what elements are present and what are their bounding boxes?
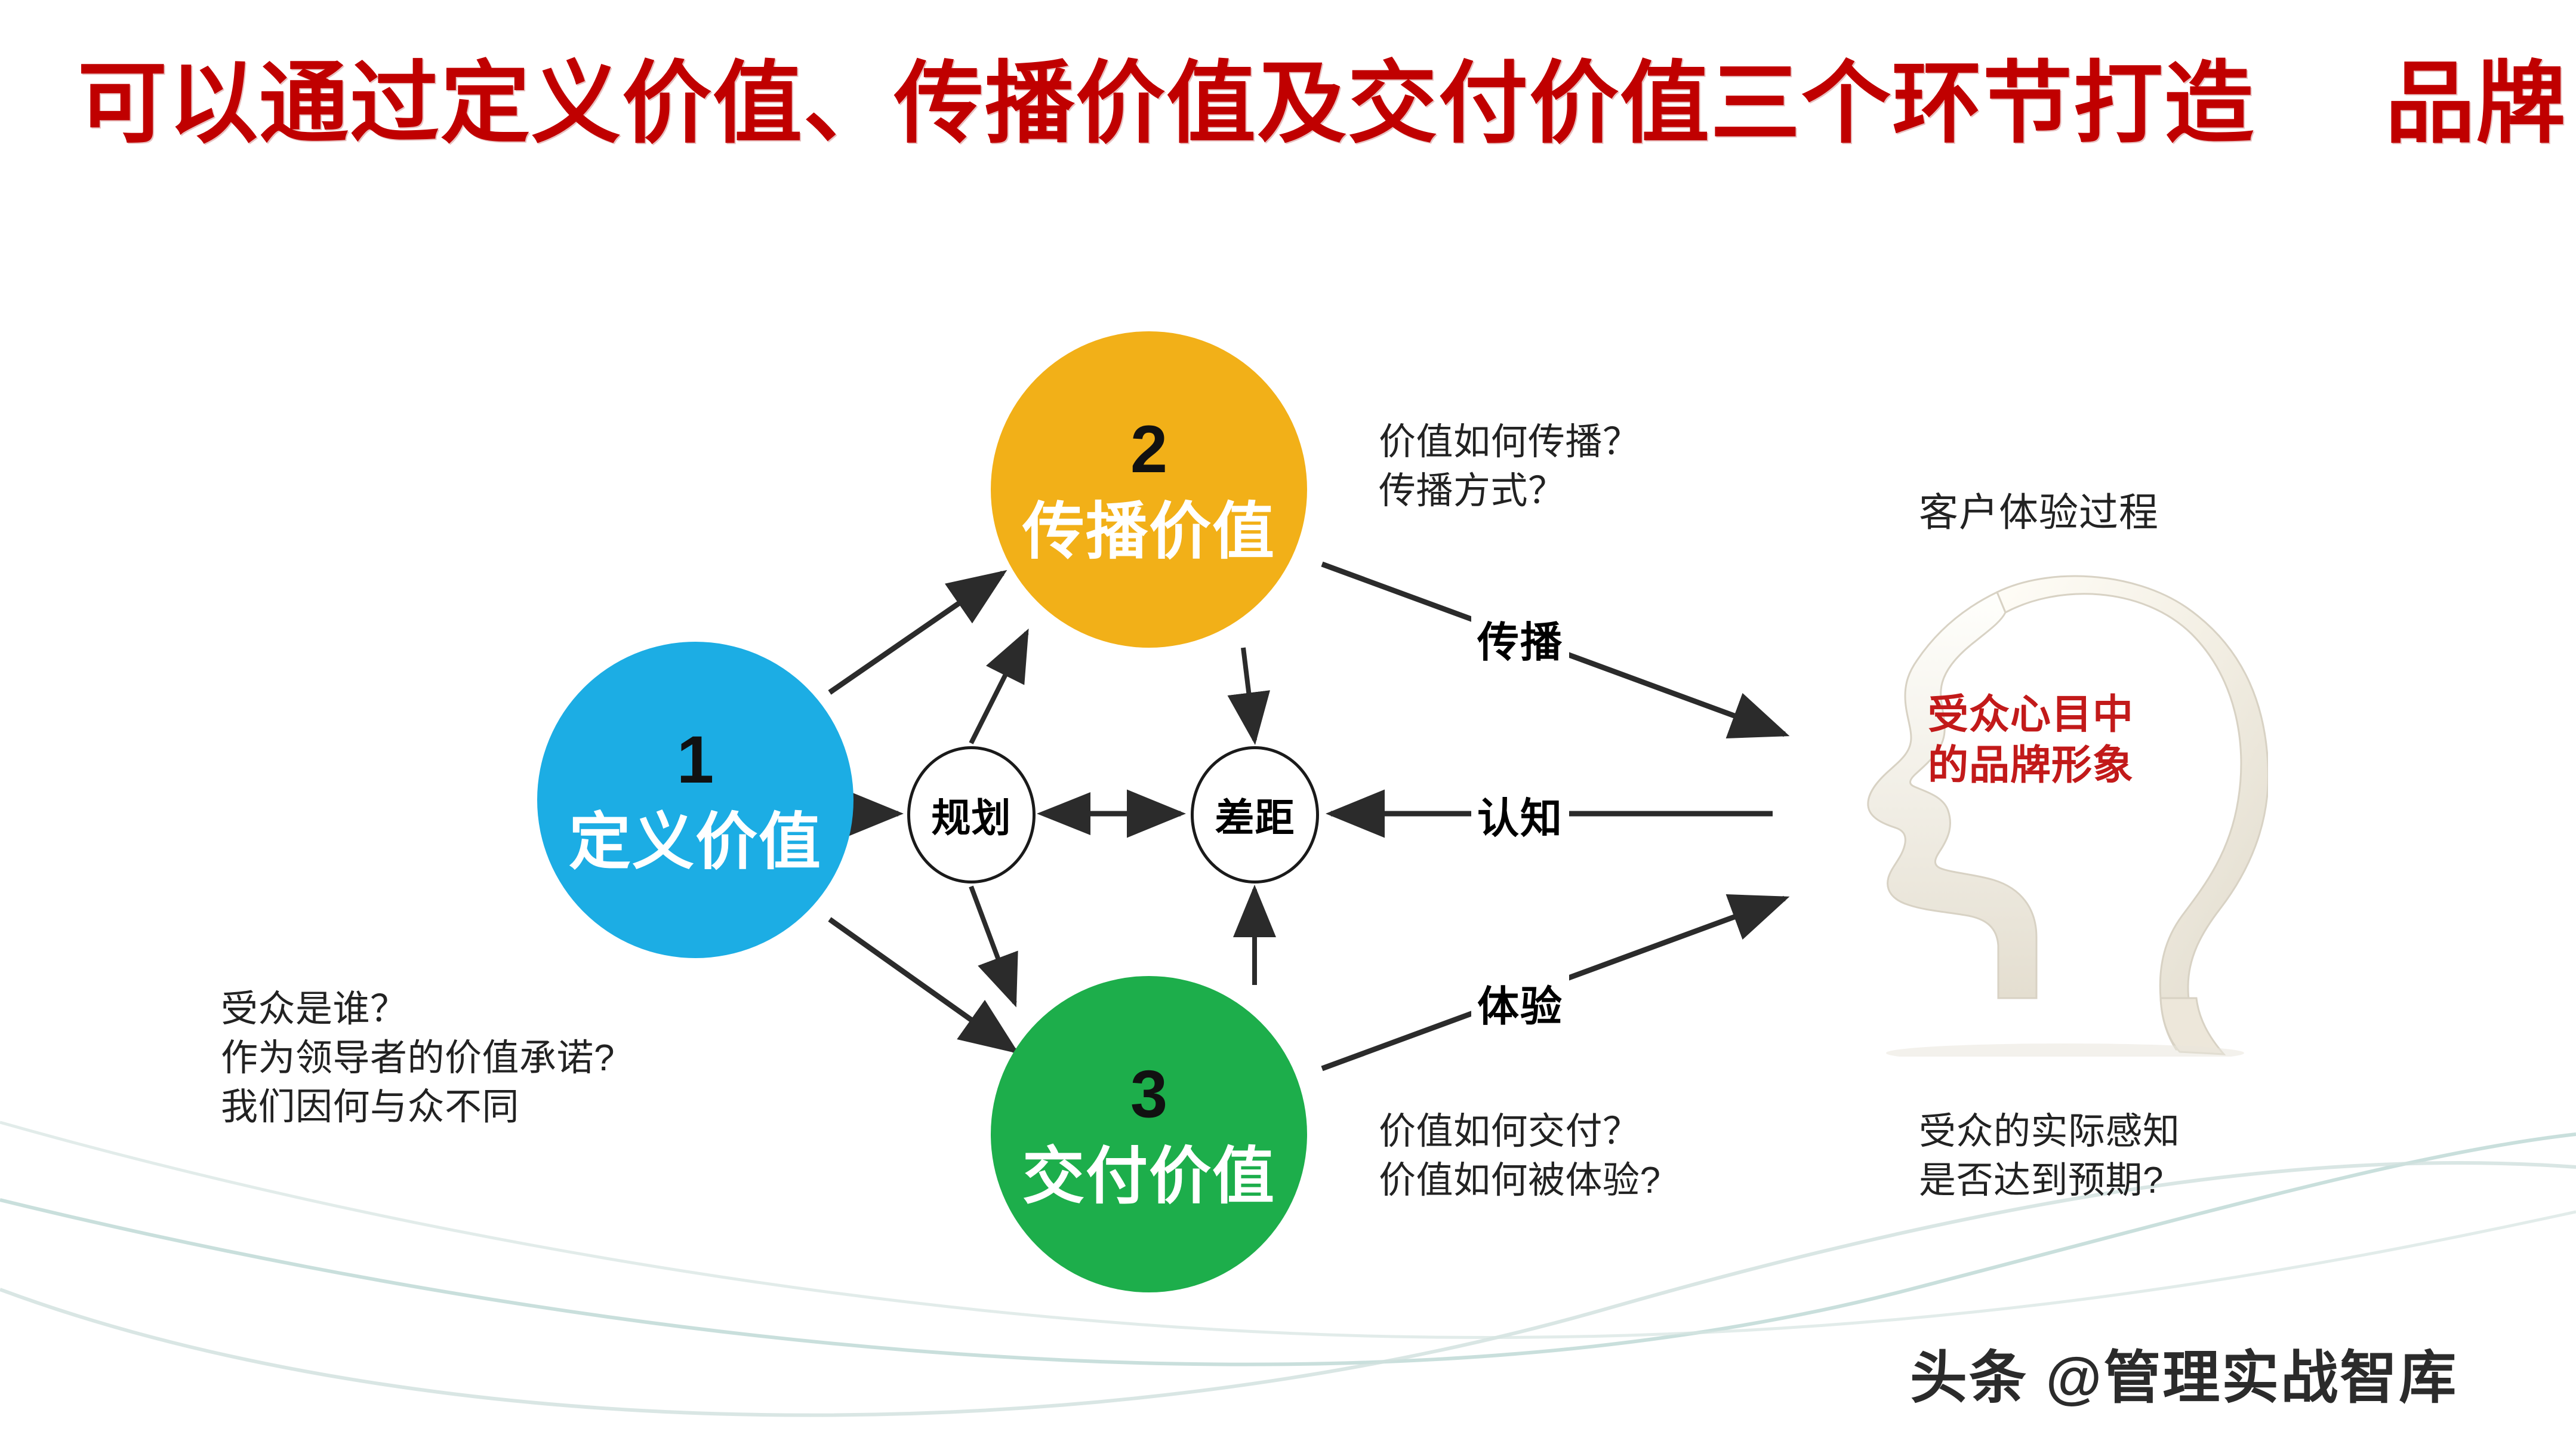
watermark: 头条 @管理实战智库	[1910, 1346, 2458, 1410]
circle-label-communicate-value: 传播价值	[1022, 497, 1275, 567]
head-inner-text: 受众心目中 的品牌形象	[1928, 692, 2134, 788]
circle-label-define-value: 定义价值	[568, 808, 822, 877]
node-gap[interactable]: 差距	[1191, 746, 1319, 883]
page-title: 可以通过定义价值、传播价值及交付价值三个环节打造 品牌	[78, 53, 2567, 153]
circle-number-1: 1	[676, 722, 714, 797]
circle-define-value[interactable]: 1 定义价值	[537, 642, 853, 958]
arrow-label-spread: 传播	[1471, 609, 1569, 669]
node-planning[interactable]: 规划	[907, 746, 1036, 883]
note-spread-questions: 价值如何传播？ 传播方式？	[1379, 421, 1640, 512]
head-caption: 客户体验过程	[1919, 490, 2159, 534]
note-perception: 受众的实际感知 是否达到预期?	[1919, 1111, 2180, 1201]
circle-communicate-value[interactable]: 2 传播价值	[991, 331, 1307, 648]
arrow-label-experience: 体验	[1471, 973, 1569, 1033]
circle-number-2: 2	[1130, 412, 1168, 487]
circle-number-3: 3	[1130, 1057, 1168, 1131]
note-define-questions: 受众是谁？ 作为领导者的价值承诺? 我们因何与众不同	[221, 989, 615, 1128]
head-profile-sculpture	[1826, 555, 2269, 1063]
circle-label-deliver-value: 交付价值	[1022, 1142, 1275, 1211]
arrow-label-cognition: 认知	[1471, 785, 1569, 845]
note-deliver-questions: 价值如何交付？ 价值如何被体验?	[1379, 1111, 1661, 1201]
circle-deliver-value[interactable]: 3 交付价值	[991, 976, 1307, 1292]
